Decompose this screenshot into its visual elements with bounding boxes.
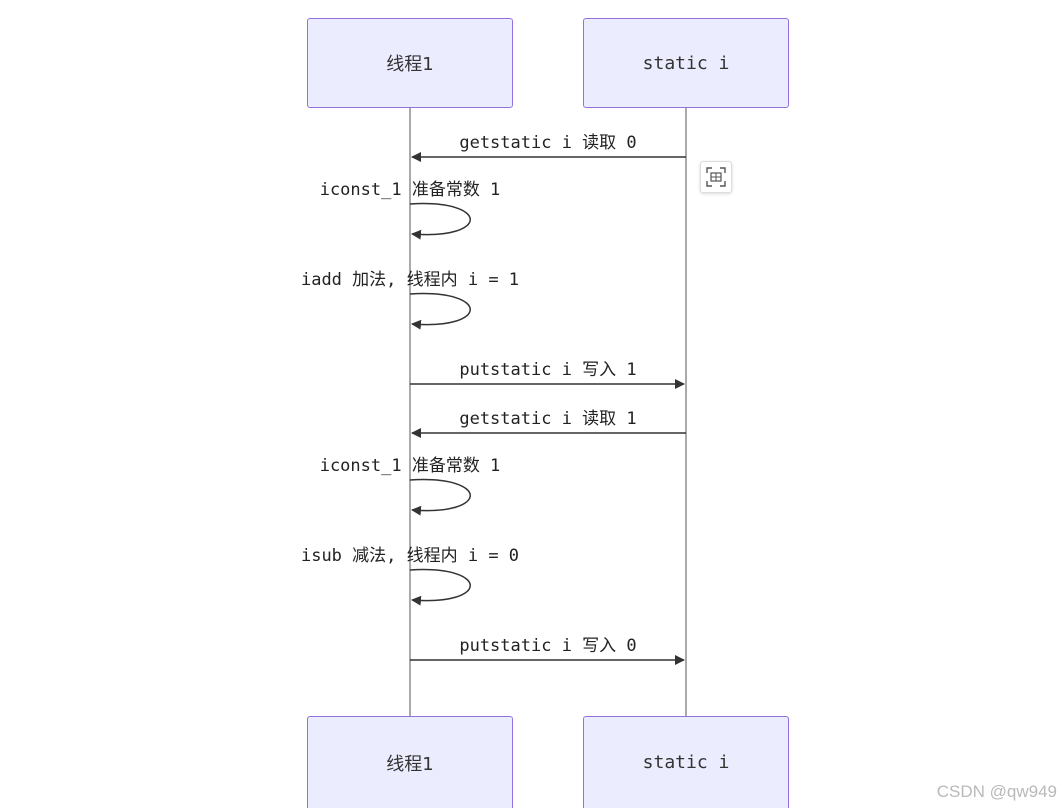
actor-thread-bottom: 线程1 <box>307 716 513 808</box>
message-label: iconst_1 准备常数 1 <box>320 456 501 476</box>
screenshot-icon <box>706 167 726 187</box>
message-label: getstatic i 读取 0 <box>459 133 636 153</box>
actor-label: 线程1 <box>386 753 434 775</box>
message-label: putstatic i 写入 1 <box>459 360 636 380</box>
self-message-loop <box>409 478 471 516</box>
self-message-loop <box>409 202 471 240</box>
message-label: iconst_1 准备常数 1 <box>320 180 501 200</box>
self-message-loop <box>409 292 471 330</box>
actor-static-bottom: static i <box>583 716 789 808</box>
actor-thread-top: 线程1 <box>307 18 513 108</box>
message-label: iadd 加法, 线程内 i = 1 <box>301 270 519 290</box>
actor-label: static i <box>642 752 730 773</box>
message-label: isub 减法, 线程内 i = 0 <box>301 546 519 566</box>
message-label: getstatic i 读取 1 <box>459 409 636 429</box>
message-label: putstatic i 写入 0 <box>459 636 636 656</box>
screenshot-button[interactable] <box>700 161 732 193</box>
watermark: CSDN @qw949 <box>936 782 1057 801</box>
self-message-loop <box>409 568 471 606</box>
actor-label: 线程1 <box>386 54 434 75</box>
actor-label: static i <box>642 52 730 74</box>
actor-static-top: static i <box>583 18 789 108</box>
